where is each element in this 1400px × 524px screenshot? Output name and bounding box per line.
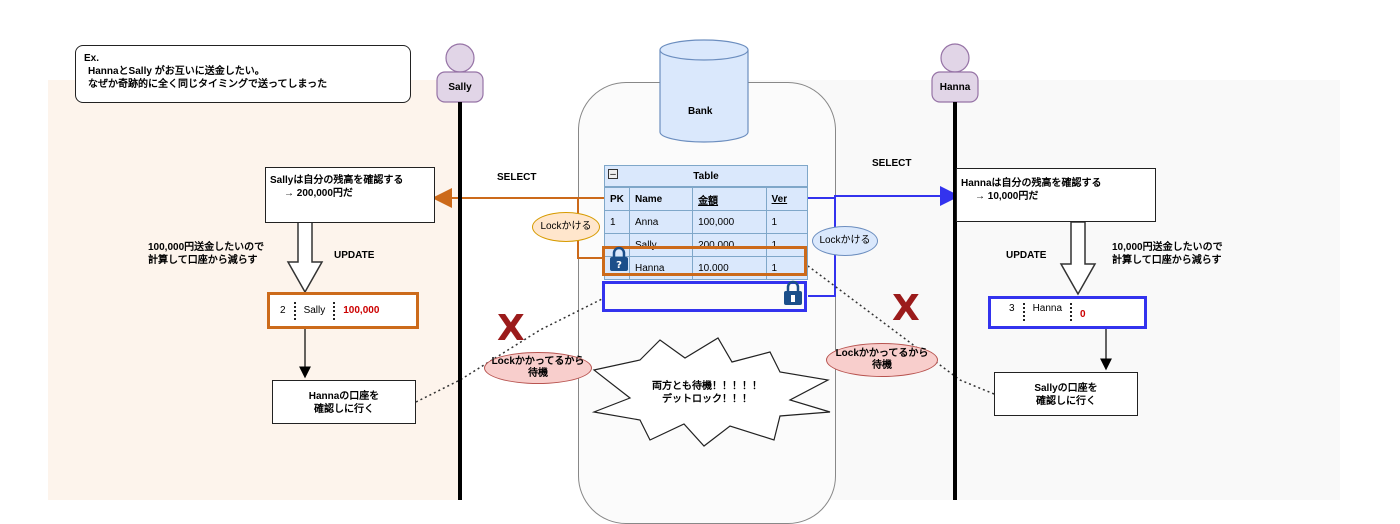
- row1-name: Anna: [628, 210, 694, 234]
- dotted-separator: [1070, 303, 1073, 321]
- row1-ver: 1: [765, 210, 809, 234]
- hanna-lifeline: [953, 102, 957, 500]
- sally-updated-record: 2 Sally 100,000: [267, 292, 419, 329]
- sally-check-balance-box: Sallyは自分の残高を確認する → 200,000円だ: [265, 167, 435, 223]
- row3-name: Hanna: [628, 256, 694, 280]
- table-header: – Table: [604, 165, 808, 187]
- hanna-reason-text: 10,000円送金したいので 計算して口座から減らす: [1112, 241, 1223, 267]
- sally-visit-line1: Hannaの口座を: [308, 391, 380, 402]
- sally-actor-figure: [436, 43, 484, 103]
- hanna-check-line2: → 10,000円だ: [975, 191, 1039, 202]
- hanna-waiting-ellipse: Lockかかってるから待機: [826, 343, 938, 377]
- sally-wait-line1: Lockかかってるから: [491, 356, 585, 367]
- hanna-reason-line2: 計算して口座から減らす: [1112, 255, 1222, 266]
- sally-region-background: [48, 80, 460, 500]
- sally-waiting-ellipse: Lockかかってるから待機: [484, 352, 592, 384]
- row2-ver: 1: [765, 233, 809, 257]
- hanna-blocked-x-mark: X: [892, 288, 920, 329]
- sally-check-line1: Sallyは自分の残高を確認する: [270, 175, 404, 186]
- sally-lock-ellipse: Lockかける: [532, 212, 600, 242]
- sally-select-label: SELECT: [497, 172, 537, 183]
- hanna-visit-line1: Sallyの口座を: [1034, 383, 1098, 394]
- sally-visit-hanna-box: Hannaの口座を 確認しに行く: [272, 380, 416, 424]
- note-line-2: HannaとSally がお互いに送金したい。: [88, 66, 265, 77]
- sally-wait-line2: 待機: [528, 368, 548, 379]
- bank-table: – Table PK Name 金額 Ver 1 Anna 100,000 1 …: [604, 165, 809, 280]
- sally-check-line2: → 200,000円だ: [284, 188, 353, 199]
- sally-record-amount: 100,000: [343, 305, 380, 316]
- sally-record-name: Sally: [303, 305, 326, 316]
- dotted-separator: [293, 301, 296, 320]
- sally-reason-line2: 計算して口座から減らす: [148, 255, 258, 266]
- sally-reason-line1: 100,000円送金したいので: [148, 242, 265, 253]
- hanna-visit-sally-box: Sallyの口座を 確認しに行く: [994, 372, 1138, 416]
- hanna-select-label: SELECT: [872, 158, 912, 169]
- connector-layer: [286, 39, 1112, 447]
- row3-ver: 1: [765, 256, 809, 280]
- bank-label: Bank: [688, 106, 713, 117]
- hanna-actor-figure: [931, 43, 979, 103]
- sally-row-lock-highlight: [602, 246, 807, 276]
- table-title: Table: [693, 171, 719, 182]
- sally-update-label: UPDATE: [334, 250, 375, 261]
- hanna-row-lock-highlight: [602, 281, 807, 312]
- sally-blocked-x-mark: X: [497, 308, 525, 349]
- deadlock-line1: 両方とも待機！！！！！: [652, 381, 762, 392]
- col-pk: PK: [604, 187, 630, 211]
- padlock-icon: ?: [610, 246, 628, 271]
- padlock-icon: [784, 280, 802, 305]
- hanna-visit-line2: 確認しに行く: [1036, 396, 1096, 407]
- col-ver: Ver: [765, 187, 809, 211]
- table-row: 1 Anna 100,000 1: [604, 210, 809, 234]
- row3-amount: 10.000: [692, 256, 767, 280]
- hanna-update-label: UPDATE: [1006, 250, 1047, 261]
- table-column-row: PK Name 金額 Ver: [604, 187, 809, 211]
- sally-update-hollow-arrow: [286, 219, 324, 294]
- hanna-updated-record: 3 Hanna 0: [988, 296, 1147, 329]
- collapse-icon[interactable]: –: [608, 169, 618, 180]
- deadlock-burst: [591, 337, 831, 447]
- scenario-note: Ex. HannaとSally がお互いに送金したい。 なぜか奇跡的に全く同じタ…: [75, 45, 411, 103]
- sally-lifeline: [458, 102, 462, 500]
- row2-amount: 200,000: [692, 233, 767, 257]
- table-row: Sally 200,000 1: [604, 233, 809, 257]
- row1-pk: 1: [604, 210, 630, 234]
- row1-amount: 100,000: [692, 210, 767, 234]
- sally-visit-line2: 確認しに行く: [314, 404, 374, 415]
- hanna-select-arrow: [808, 186, 960, 206]
- hanna-record-pk: 3: [1009, 303, 1015, 314]
- hanna-record-name: Hanna: [1032, 303, 1063, 314]
- svg-text:?: ?: [616, 260, 622, 271]
- hanna-record-amount: 0: [1080, 309, 1086, 320]
- hanna-wait-line1: Lockかかってるから: [835, 348, 929, 359]
- dotted-separator: [1022, 303, 1025, 321]
- sally-actor-label: Sally: [448, 82, 472, 93]
- col-amount: 金額: [692, 187, 767, 211]
- note-line-1: Ex.: [84, 53, 100, 64]
- hanna-reason-line1: 10,000円送金したいので: [1112, 242, 1223, 253]
- table-grid: PK Name 金額 Ver 1 Anna 100,000 1 Sally 20…: [604, 187, 809, 280]
- hanna-wait-line2: 待機: [872, 360, 892, 371]
- sally-dotted-attempt: [415, 297, 605, 403]
- note-line-3: なぜか奇跡的に全く同じタイミングで送ってしまった: [88, 79, 328, 90]
- sally-reason-text: 100,000円送金したいので 計算して口座から減らす: [148, 241, 264, 267]
- col-name: Name: [628, 187, 694, 211]
- sally-record-pk: 2: [280, 305, 286, 316]
- row2-name: Sally: [628, 233, 694, 257]
- dotted-separator: [333, 301, 336, 320]
- hanna-update-hollow-arrow: [1059, 221, 1097, 296]
- hanna-check-line1: Hannaは自分の残高を確認する: [961, 178, 1102, 189]
- hanna-check-balance-box: Hannaは自分の残高を確認する → 10,000円だ: [956, 168, 1156, 222]
- deadlock-line2: デットロック！！！: [662, 394, 752, 405]
- hanna-lock-ellipse: Lockかける: [812, 226, 878, 256]
- hanna-actor-label: Hanna: [939, 82, 971, 93]
- deadlock-text: 両方とも待機！！！！！ デットロック！！！: [652, 380, 762, 406]
- bank-database-cylinder: [659, 39, 749, 143]
